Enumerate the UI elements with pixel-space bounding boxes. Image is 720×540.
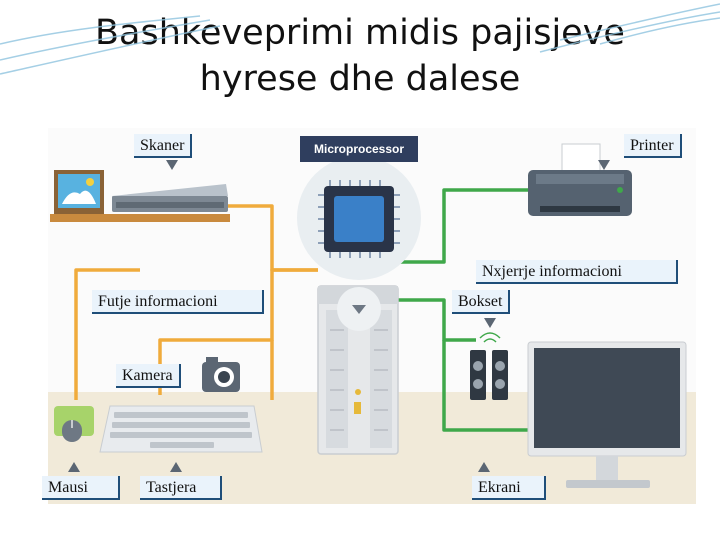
printer-label: Printer (624, 134, 682, 158)
speakers-line (398, 298, 476, 342)
screen-line (442, 340, 530, 432)
input-trunk-line (190, 268, 318, 342)
printer-icon (528, 143, 632, 216)
chip-icon (297, 156, 421, 280)
camera-label: Kamera (116, 364, 181, 388)
mouse-line (74, 268, 140, 400)
keyboard-label: Tastjera (140, 476, 222, 500)
monitor-icon (527, 341, 687, 488)
input-info-label: Futje informacioni (92, 290, 264, 314)
slide-title: Bashkeveprimi midis pajisjeve hyrese dhe… (0, 10, 720, 102)
speakers-label: Bokset (452, 290, 511, 314)
slide-title-line2: hyrese dhe dalese (199, 59, 521, 99)
output-info-label: Nxjerrje informacioni (476, 260, 678, 284)
speakers-icon (470, 332, 508, 400)
printer-line (398, 188, 530, 264)
microprocessor-label: Microprocessor (300, 136, 418, 162)
scanner-label: Skaner (134, 134, 193, 158)
mouse-icon (54, 406, 94, 442)
tower-icon (317, 285, 399, 455)
camera-icon (202, 357, 240, 392)
screen-label: Ekrani (472, 476, 546, 500)
decorative-swoosh-right (539, 3, 720, 53)
scanner-icon (50, 170, 230, 222)
label-pointers (68, 160, 610, 472)
output-connection-lines (398, 188, 530, 432)
keyboard-icon (99, 405, 263, 453)
decorative-swoosh-left (0, 15, 221, 75)
mouse-label: Mausi (42, 476, 120, 500)
